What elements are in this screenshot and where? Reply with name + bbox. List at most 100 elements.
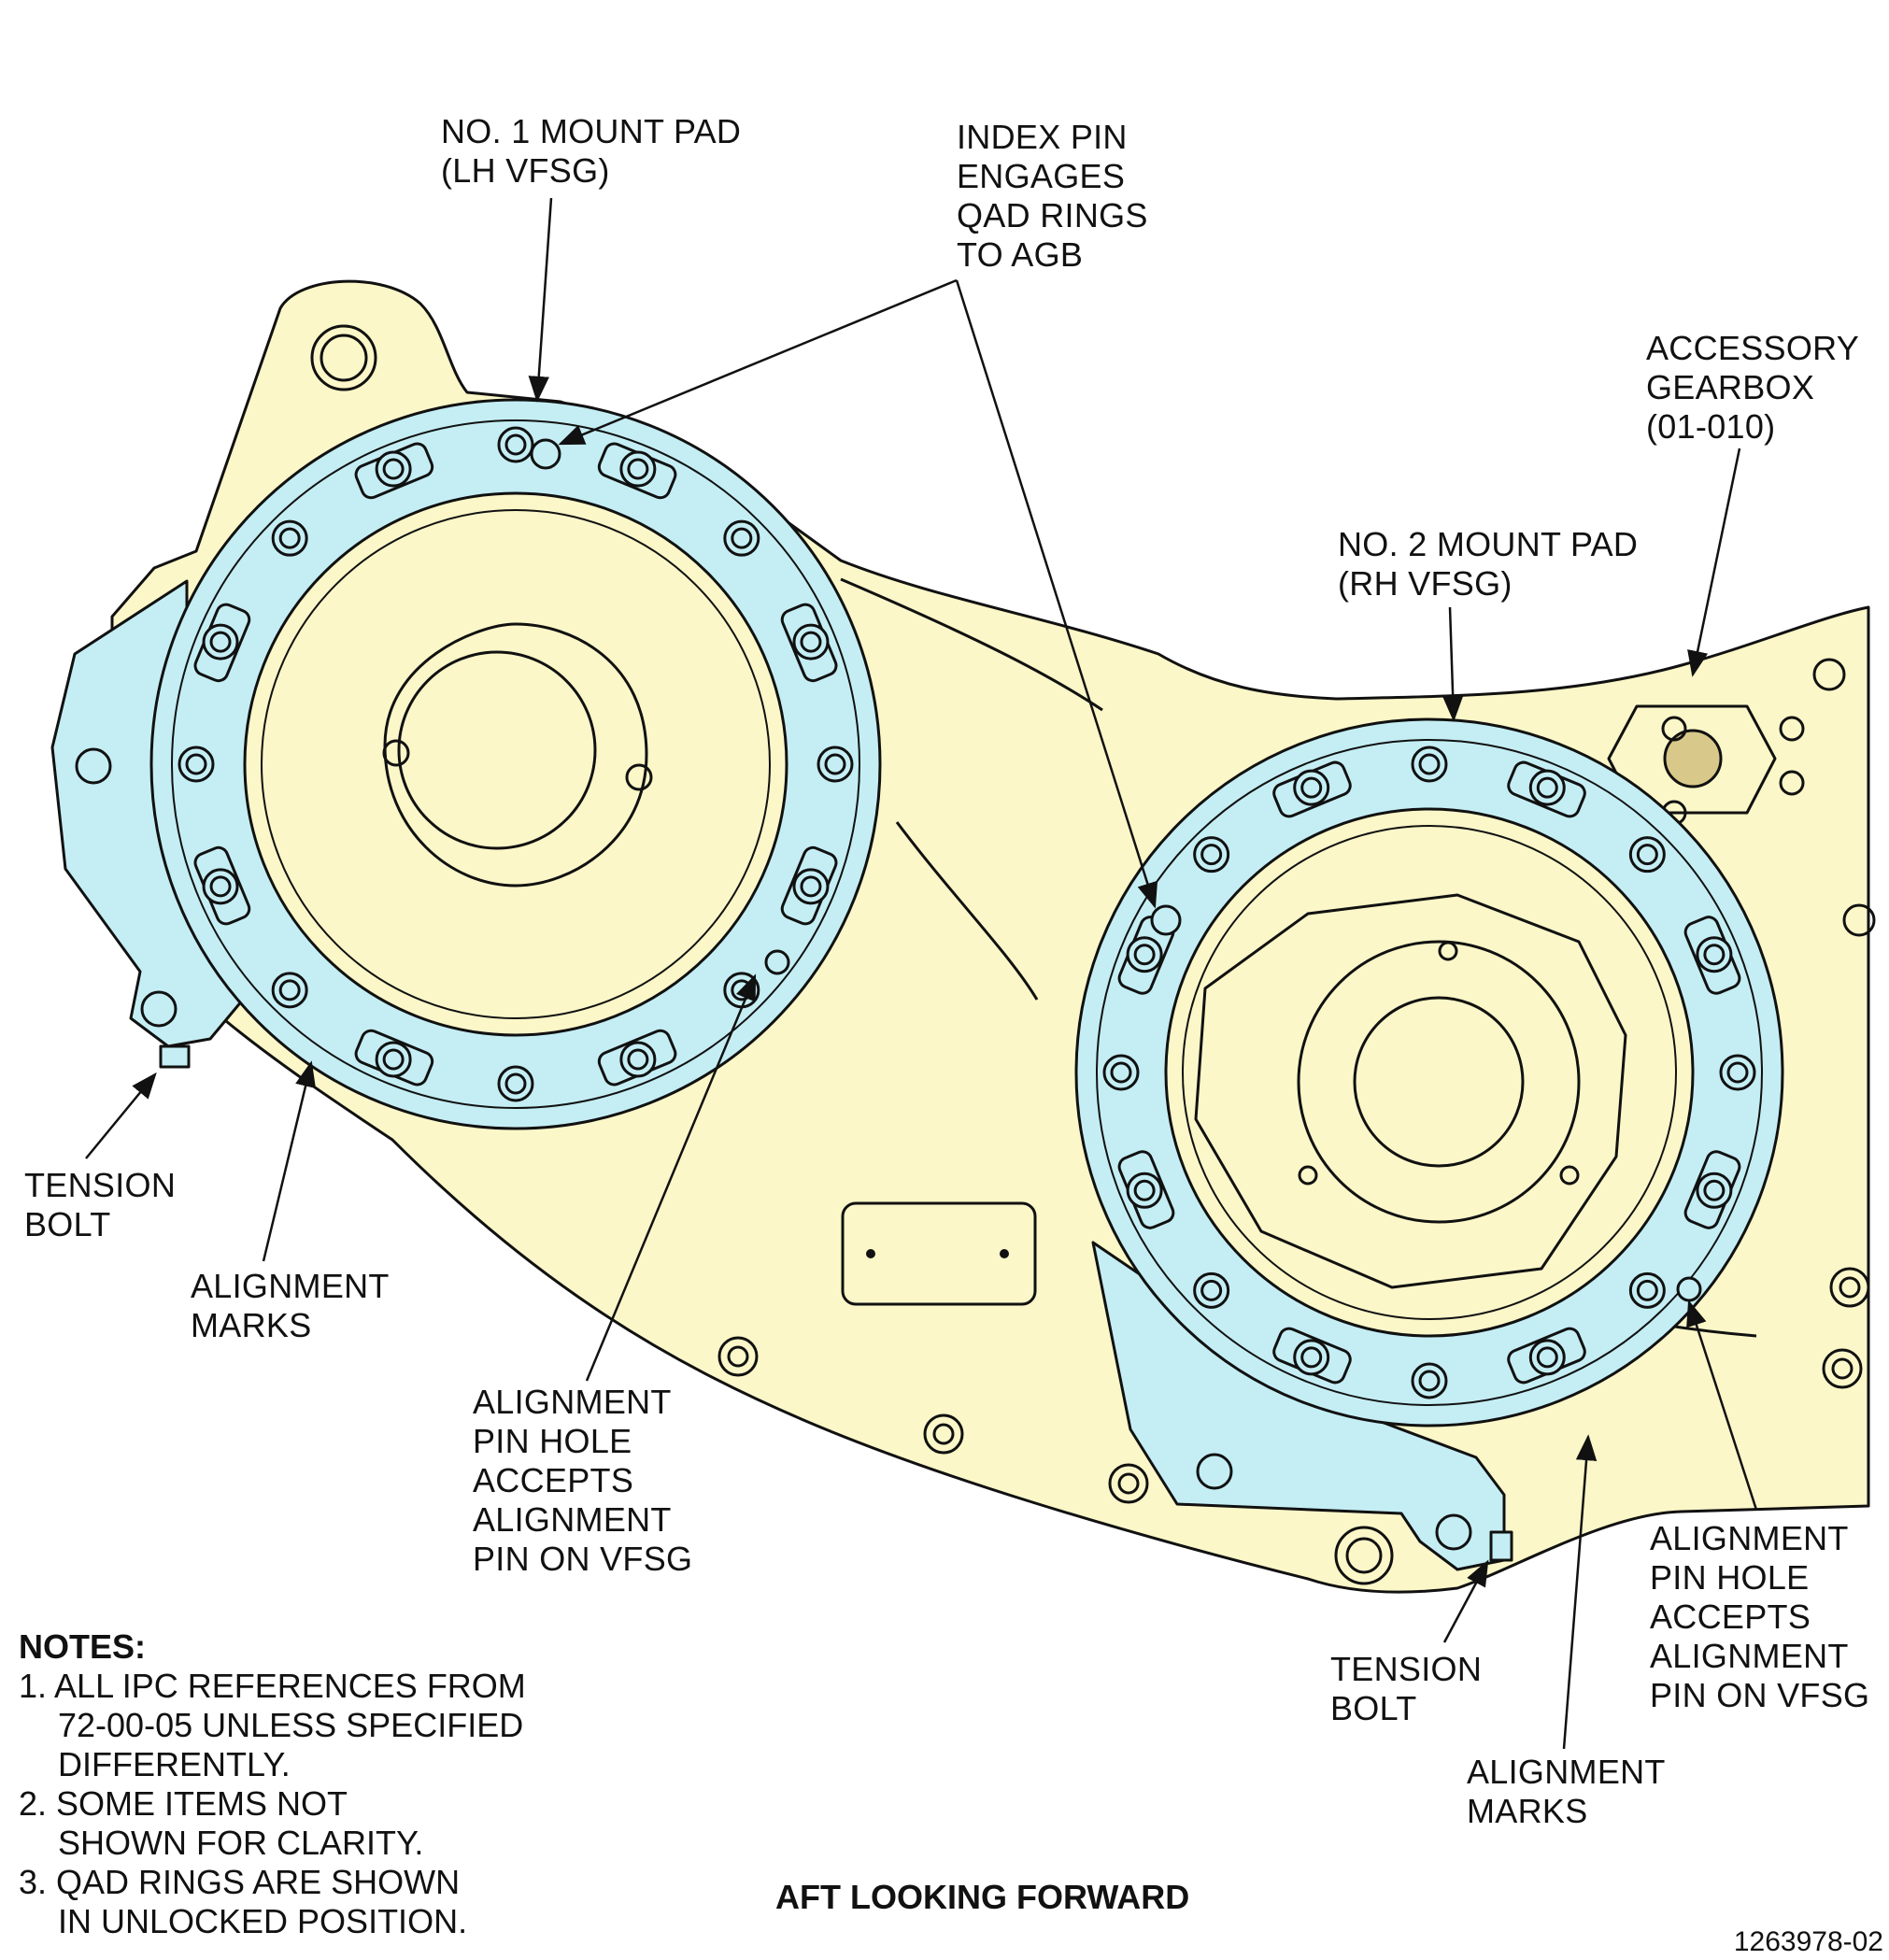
label-line: QAD RINGS [957, 196, 1148, 234]
ring-bolt-head [278, 527, 301, 549]
ring-bolt [1293, 769, 1330, 806]
ring-bolt-head [824, 753, 846, 775]
ring-bolt-head [1110, 1061, 1132, 1084]
drive-bore [397, 650, 597, 850]
ring-bolt [1411, 746, 1448, 783]
ring-bolt-head [1636, 844, 1658, 866]
ring-bolt [619, 1041, 657, 1078]
label-line: GEARBOX [1646, 368, 1815, 406]
ring-bolt-head [504, 1072, 527, 1095]
notes-title: NOTES: [19, 1627, 147, 1666]
leader-line [955, 279, 1158, 909]
leader-line [1686, 1300, 1758, 1511]
ring-bolt-head [209, 631, 232, 653]
ring-bolt [1696, 1172, 1733, 1209]
ring-bolt-head [1536, 1346, 1558, 1369]
pad-recess [1297, 940, 1581, 1224]
ring-bolt [1696, 936, 1733, 973]
lug-boss-inner [320, 334, 368, 382]
cover-plate-screw [1000, 1249, 1009, 1258]
ring-bolt-head [1300, 776, 1323, 799]
label-line: PIN ON VFSG [1650, 1676, 1870, 1714]
ring-bolt-head [800, 875, 822, 898]
ring-bolt [178, 746, 215, 783]
label-line: ALIGNMENT [191, 1267, 390, 1305]
ring-bolt-head [382, 458, 405, 480]
note-item-continued: DIFFERENTLY. [58, 1745, 291, 1783]
ring-bolt-head [278, 979, 301, 1001]
note-item-continued: SHOWN FOR CLARITY. [58, 1824, 424, 1862]
label-line: TO AGB [957, 235, 1084, 274]
ring-bolt-head [185, 753, 207, 775]
label-line: (RH VFSG) [1338, 564, 1513, 603]
ring-bolt [497, 1065, 534, 1102]
ring-bolt [723, 519, 760, 557]
ring-bolt-head [1133, 944, 1156, 966]
label-line: BOLT [1330, 1689, 1417, 1727]
leader-line [1687, 447, 1741, 677]
ring-bolt-head [731, 527, 753, 549]
label-line: ACCEPTS [473, 1461, 634, 1499]
ring-bolt [1719, 1054, 1756, 1091]
ring-bolt [1293, 1339, 1330, 1376]
ring-bolt-head [1418, 753, 1441, 775]
label-line: TENSION [24, 1166, 177, 1204]
housing-rib [895, 821, 1039, 1001]
label-line: ALIGNMENT [473, 1383, 672, 1421]
mount-pad-step [261, 509, 771, 1019]
ring-bolt [619, 450, 657, 488]
label-line: NO. 2 MOUNT PAD [1338, 525, 1639, 563]
ring-bolt [817, 746, 854, 783]
ring-bolt [202, 868, 239, 905]
label-line: TENSION [1330, 1650, 1483, 1688]
lower-boss [1334, 1526, 1394, 1585]
tension-bolt [159, 1044, 191, 1069]
ring-bolt [792, 868, 830, 905]
spline-bolt [1438, 941, 1458, 961]
ring-bolt [1528, 769, 1566, 806]
alignment-pin-hole [1676, 1276, 1702, 1302]
note-item: 3. QAD RINGS ARE SHOWN [19, 1863, 461, 1901]
ring-bolt-head [1726, 1061, 1749, 1084]
ring-bolt [497, 426, 534, 463]
ring-bolt-head [627, 1048, 649, 1071]
label-line: (01-010) [1646, 407, 1776, 446]
ring-bolt-head [382, 1048, 405, 1071]
flange-screw-inner [1117, 1472, 1140, 1495]
index-pin [1150, 904, 1182, 936]
port-bolt [1779, 770, 1805, 796]
flange-screw [1108, 1463, 1149, 1504]
ring-bolt [271, 972, 308, 1009]
drive-bore [1353, 996, 1525, 1168]
housing-boss [1842, 903, 1876, 937]
flange-screw [717, 1336, 759, 1377]
label-line: ALIGNMENT [1650, 1637, 1849, 1675]
ring-bolt [202, 623, 239, 660]
ring-bolt [1102, 1054, 1140, 1091]
flange-screw-inner [727, 1345, 749, 1368]
ring-bolt-head [209, 875, 232, 898]
flange-screw [1829, 1267, 1870, 1308]
port-bolt [1661, 716, 1687, 742]
flange-screw-inner [932, 1423, 955, 1445]
leader-lines [85, 197, 1758, 1750]
ring-bolt-head [627, 458, 649, 480]
spline-plate [1194, 893, 1627, 1289]
ring-bolt-head [1133, 1179, 1156, 1201]
ring-bolt [1628, 1271, 1666, 1309]
ring-bolt [1628, 836, 1666, 873]
label-line: ENGAGES [957, 157, 1126, 195]
leader-line [262, 1060, 316, 1262]
cover-plate [841, 1201, 1037, 1306]
drive-plate [383, 622, 648, 888]
note-item: 1. ALL IPC REFERENCES FROM [19, 1667, 526, 1705]
spline-bolt [1298, 1165, 1318, 1186]
housing-edge [840, 577, 1103, 712]
ring-bolt-head [1536, 776, 1558, 799]
ring-bolt [1126, 1172, 1163, 1209]
ring-bolt [1528, 1339, 1566, 1376]
